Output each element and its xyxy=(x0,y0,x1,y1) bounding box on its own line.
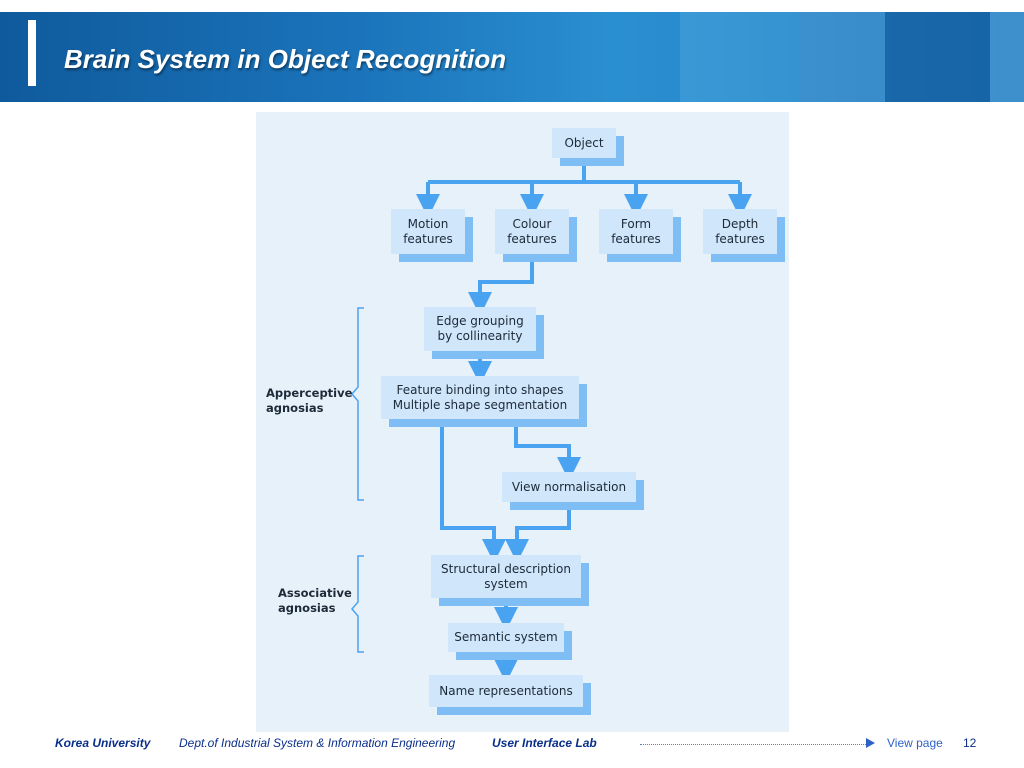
footer-lab: User Interface Lab xyxy=(492,736,597,750)
footer-university: Korea University xyxy=(55,736,151,750)
form-features-box: Form features xyxy=(599,209,673,254)
semantic-system-box: Semantic system xyxy=(448,623,564,652)
arrow xyxy=(505,502,571,563)
footer-dotted-line xyxy=(640,744,868,745)
view-normalisation-box: View normalisation xyxy=(502,472,636,502)
view-page-link[interactable]: View page xyxy=(887,736,943,750)
arrow xyxy=(440,420,506,563)
associative-bracket xyxy=(351,555,364,653)
feature-binding-box: Feature binding into shapes Multiple sha… xyxy=(381,376,579,419)
object-box: Object xyxy=(552,128,616,158)
arrow-right-icon xyxy=(866,738,875,748)
structural-description-box: Structural description system xyxy=(431,555,581,598)
associative-agnosias-label: Associative agnosias xyxy=(278,586,352,615)
motion-features-box: Motion features xyxy=(391,209,465,254)
banner-tile xyxy=(885,12,990,102)
footer: Korea University Dept.of Industrial Syst… xyxy=(0,736,1024,754)
page-number: 12 xyxy=(963,736,977,750)
diagram-connectors xyxy=(351,159,752,683)
slide-title: Brain System in Object Recognition xyxy=(64,44,507,74)
name-representations-box: Name representations xyxy=(429,675,583,707)
arrow xyxy=(514,420,581,481)
title-accent-bar xyxy=(28,20,36,86)
title-banner xyxy=(0,12,1024,102)
edge-grouping-box: Edge grouping by collinearity xyxy=(424,307,536,351)
banner-tile xyxy=(680,12,800,102)
arrow xyxy=(468,255,534,316)
banner-tile xyxy=(800,12,885,102)
object-recognition-diagram: Object Motion features Colour features F… xyxy=(256,112,789,732)
apperceptive-bracket xyxy=(351,307,364,501)
colour-features-box: Colour features xyxy=(495,209,569,254)
apperceptive-agnosias-label: Apperceptive agnosias xyxy=(266,386,353,415)
footer-department: Dept.of Industrial System & Information … xyxy=(179,736,456,750)
depth-features-box: Depth features xyxy=(703,209,777,254)
banner-tile xyxy=(990,12,1024,102)
